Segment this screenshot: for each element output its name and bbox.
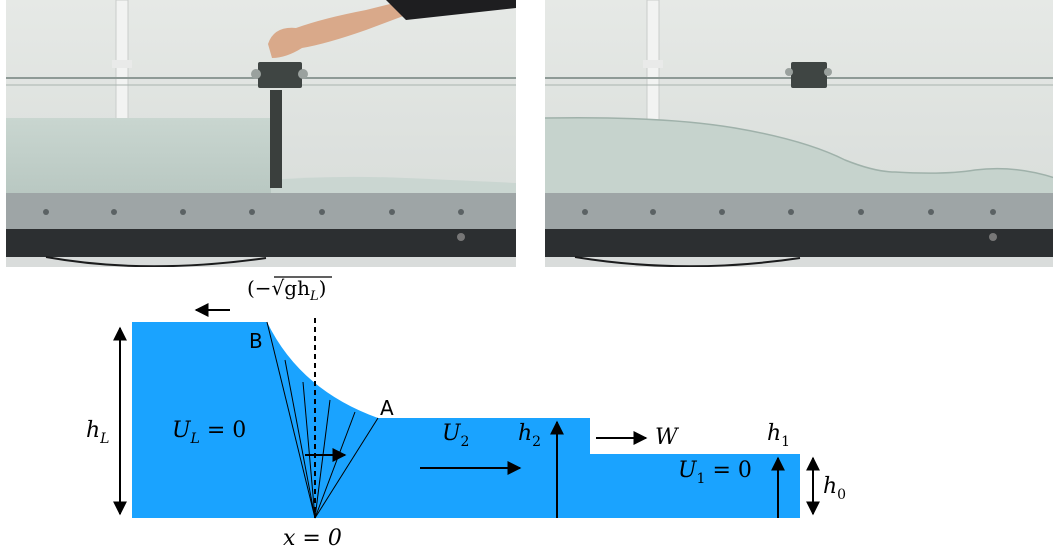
x0-label: x = 0: [283, 526, 342, 548]
rarefaction-speed-close: ): [319, 276, 327, 300]
h2-label: h: [518, 421, 532, 446]
photo-dam-after-release: [545, 0, 1053, 267]
svg-text:h1: h1: [767, 421, 790, 450]
W-label: W: [655, 425, 680, 450]
point-b-label: B: [249, 329, 263, 353]
h1-label: h: [767, 421, 781, 446]
h0-label: h: [823, 474, 837, 499]
h0-sub: 0: [837, 487, 846, 503]
svg-text:h0: h0: [823, 474, 846, 503]
UL-sub: L: [190, 431, 200, 447]
svg-text:h2: h2: [518, 421, 541, 450]
point-a-label: A: [380, 396, 394, 420]
U1-sub: 1: [697, 471, 706, 487]
hL-label: h: [86, 418, 100, 443]
U2-sub: 2: [461, 434, 470, 450]
UL-label: U: [172, 418, 192, 443]
rarefaction-speed-sub: L: [309, 289, 319, 304]
photo-dam-before-release: [6, 0, 516, 267]
rarefaction-speed-label: (−√gh: [247, 276, 310, 300]
h2-sub: 2: [532, 434, 541, 450]
UL-eq: = 0: [200, 418, 246, 443]
svg-text:(−√ghL): (−√ghL): [247, 276, 326, 304]
svg-text:UL = 0: UL = 0: [172, 418, 246, 447]
dam-break-schematic: (−√ghL) B A hL UL = 0 U2 h2 W h1 U1 = 0 …: [86, 276, 846, 548]
svg-text:U1 = 0: U1 = 0: [678, 458, 752, 487]
svg-text:hL: hL: [86, 418, 109, 447]
U1-eq: = 0: [705, 458, 751, 483]
rarefaction-fan: [266, 321, 379, 519]
U2-label: U: [442, 421, 462, 446]
h1-sub: 1: [781, 434, 790, 450]
hL-sub: L: [99, 431, 109, 447]
svg-text:U2: U2: [442, 421, 469, 450]
U1-label: U: [678, 458, 698, 483]
fluid-region: [132, 322, 800, 518]
